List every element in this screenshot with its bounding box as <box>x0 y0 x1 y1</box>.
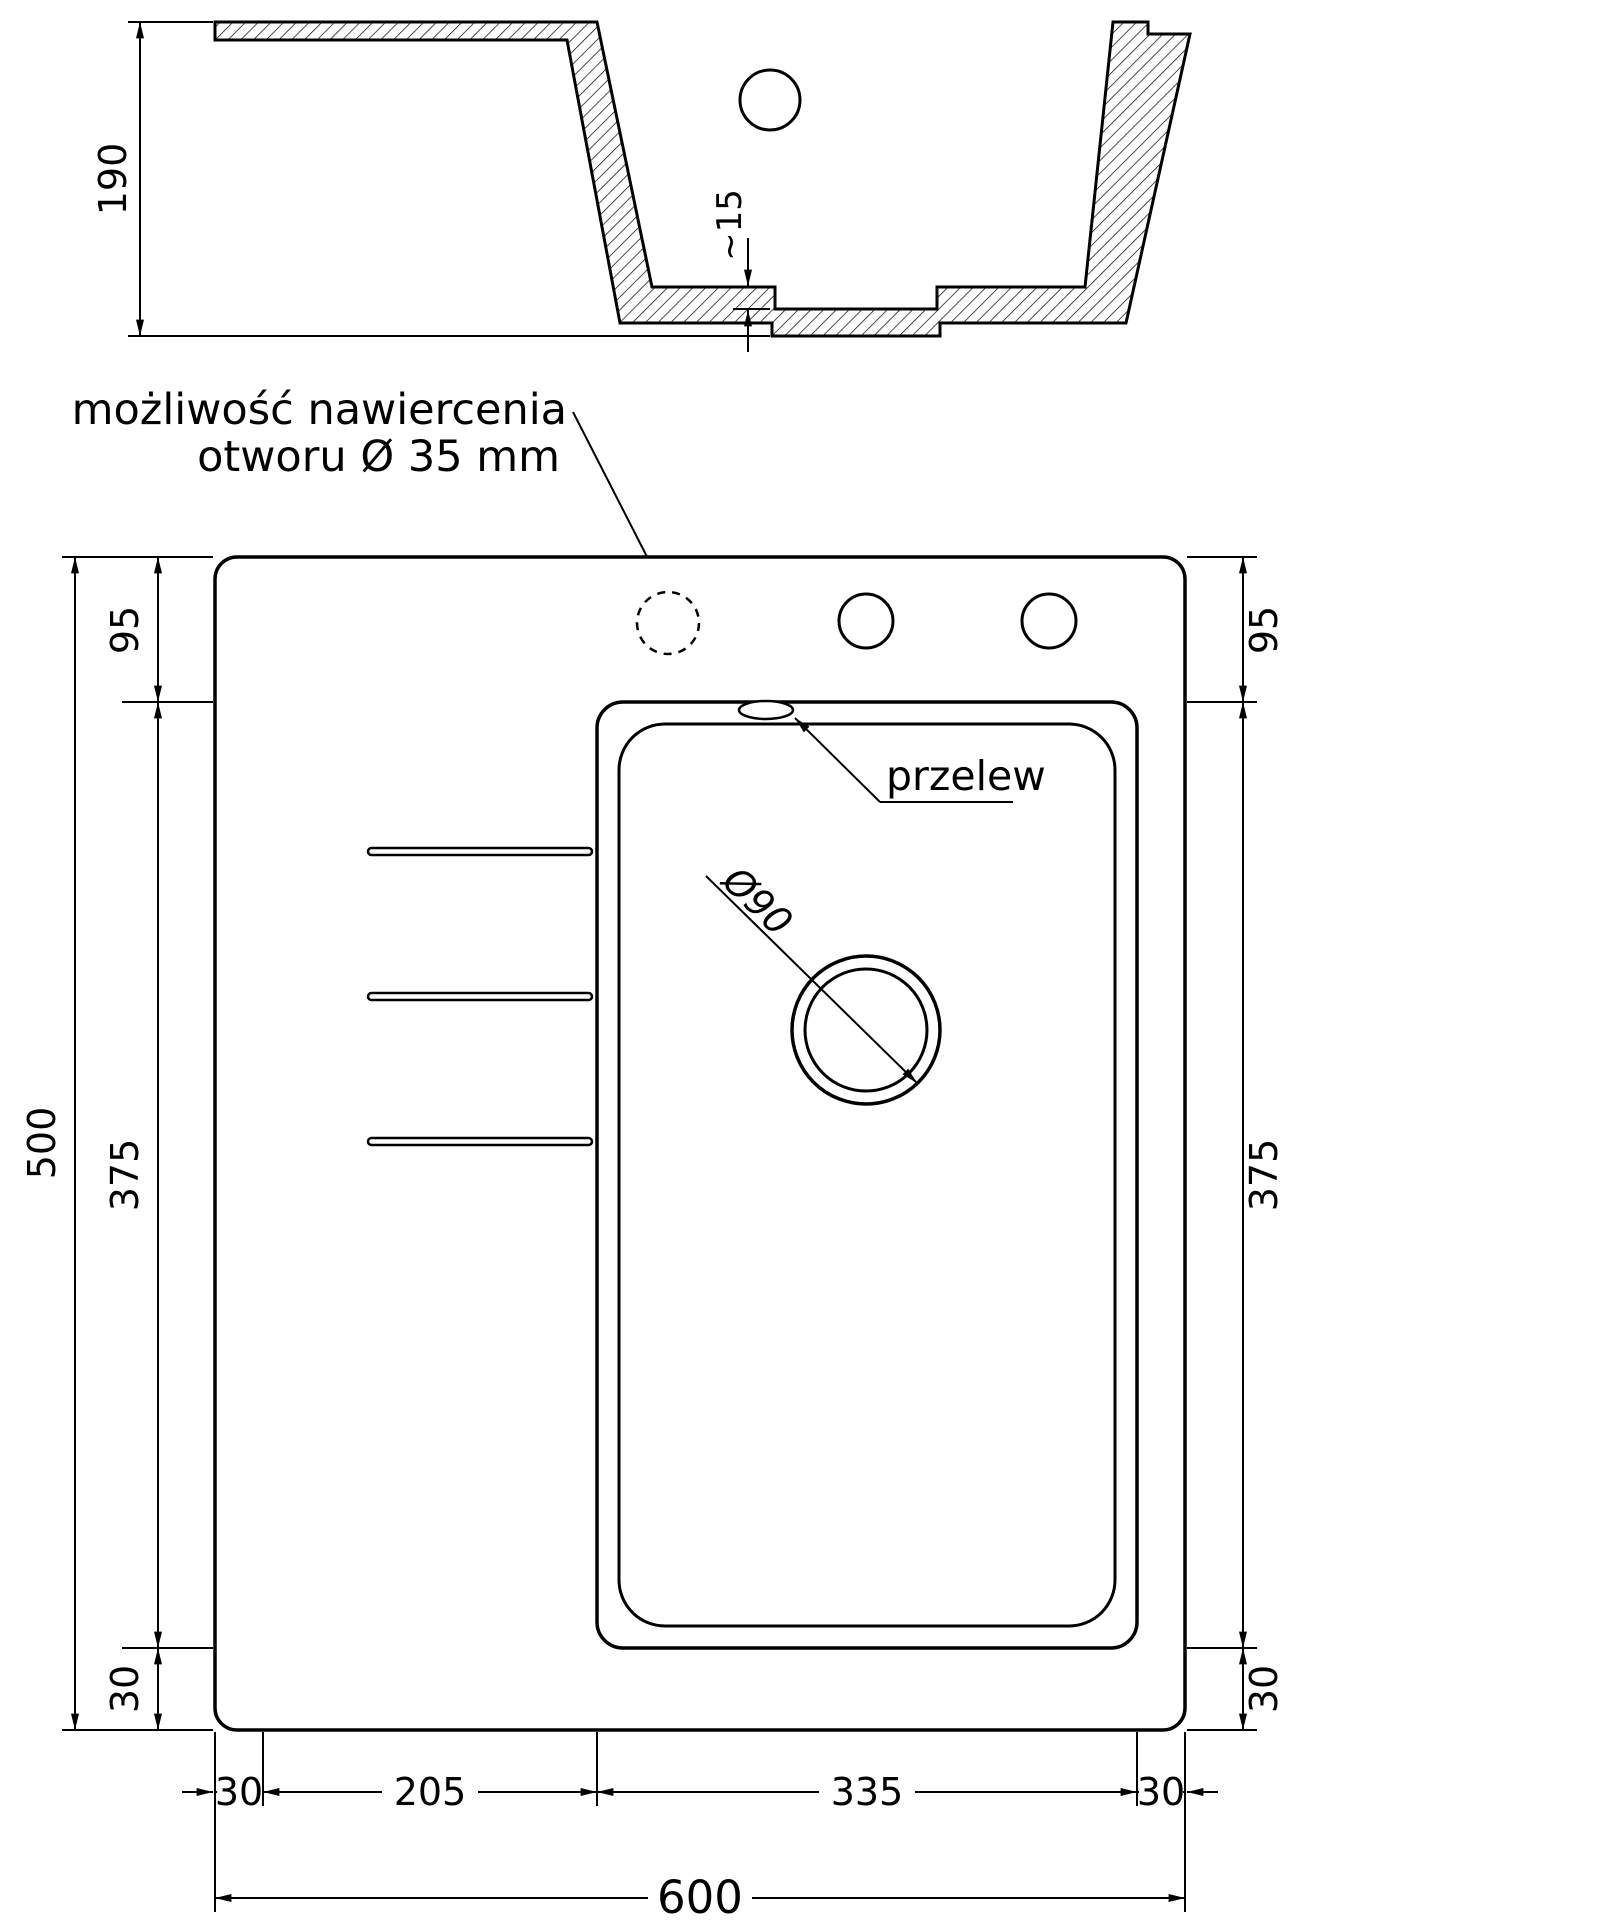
label-mask <box>648 1874 752 1922</box>
label-mask <box>1139 1771 1183 1813</box>
dim-label-205: 205 <box>394 1770 467 1814</box>
dim-label-375-left: 375 <box>103 1139 147 1212</box>
dim-label-95-right: 95 <box>1242 606 1286 654</box>
dimension-190: 190 <box>91 21 770 337</box>
overflow-label: przelew <box>886 752 1046 800</box>
dimension-15: ~15 <box>710 189 770 352</box>
dimensions-bottom: 30 205 335 30 600 <box>182 1732 1218 1924</box>
tap-hole-section <box>738 68 802 132</box>
dim-label-30-left: 30 <box>103 1665 147 1713</box>
dim-label-600: 600 <box>657 1871 743 1924</box>
drainboard-groove-1 <box>366 846 594 857</box>
bowl-outer-rim <box>595 700 1139 1650</box>
dim-label-375-right: 375 <box>1242 1139 1286 1212</box>
drain-outer-circle <box>790 954 942 1106</box>
dim-label-335: 335 <box>831 1770 904 1814</box>
dim-label-15: ~15 <box>710 189 750 261</box>
plan-view: przelew Ø90 <box>213 555 1187 1732</box>
overflow-ellipse <box>737 699 795 721</box>
tap-hole-2 <box>1020 592 1078 650</box>
overflow-leader-line <box>794 717 881 803</box>
label-mask <box>819 1771 915 1813</box>
dimensions-right: 95 375 30 <box>1187 556 1286 1731</box>
drainboard-groove-3 <box>366 1136 594 1147</box>
dimensions-left: 95 375 30 500 <box>20 556 213 1731</box>
bowl-inner-rim <box>617 722 1117 1628</box>
drill-note-line-1: możliwość nawiercenia <box>72 385 567 435</box>
dim-label-30-bottom-left: 30 <box>215 1770 263 1814</box>
drill-note: możliwość nawiercenia otworu Ø 35 mm <box>72 385 664 589</box>
dim-label-30-right: 30 <box>1242 1665 1286 1713</box>
drill-note-line-2: otworu Ø 35 mm <box>197 432 560 482</box>
overflow-callout: przelew <box>794 717 1046 803</box>
drain-inner-circle <box>803 967 929 1093</box>
dim-label-500: 500 <box>20 1107 64 1180</box>
dim-label-190: 190 <box>91 143 135 216</box>
drainboard-groove-2 <box>366 991 594 1002</box>
label-mask <box>217 1771 262 1813</box>
section-view: 190 ~15 <box>91 20 1192 352</box>
dim-label-95-left: 95 <box>103 606 147 654</box>
drain-diameter-arrow <box>705 875 918 1084</box>
dim-label-30-bottom-right: 30 <box>1137 1770 1185 1814</box>
label-mask <box>382 1771 478 1813</box>
tap-hole-1 <box>837 592 895 650</box>
drill-hole-dashed-circle <box>635 590 701 656</box>
sink-cross-section <box>213 20 1192 338</box>
